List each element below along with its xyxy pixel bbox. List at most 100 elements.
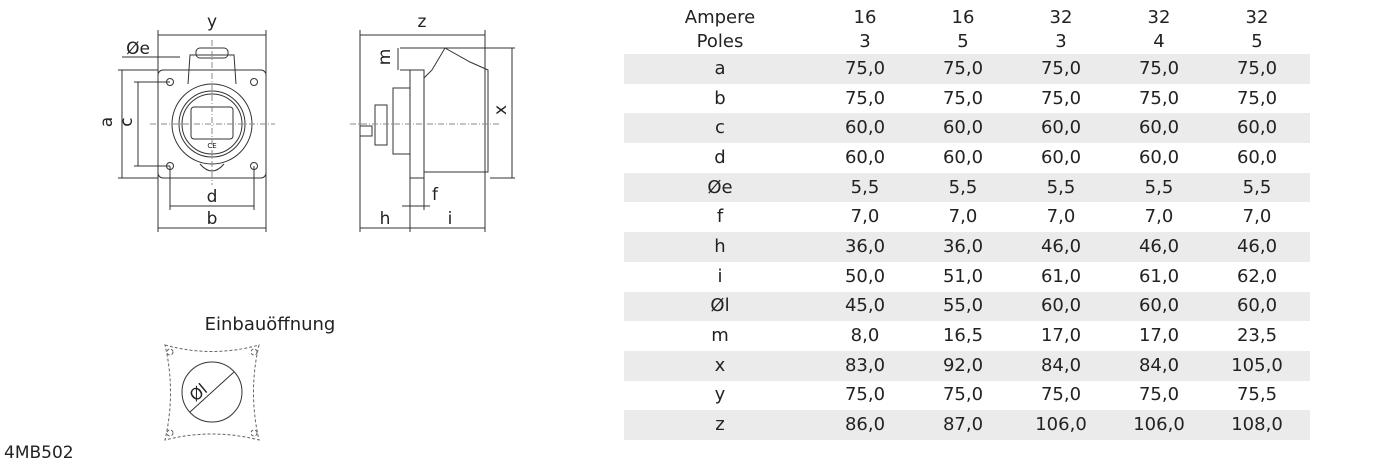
row-label: a: [624, 54, 816, 84]
table-cell: 7,0: [850, 206, 880, 228]
cutout-title: Einbauöffnung: [205, 314, 336, 335]
table-cell: 60,0: [1208, 113, 1306, 144]
table-cell: 60,0: [1110, 291, 1208, 322]
row-pad: [1306, 321, 1310, 351]
row-pad: [1306, 262, 1310, 292]
table-cell: 60,0: [1012, 291, 1110, 322]
front-view: [118, 30, 275, 232]
table-cell: 75,0: [816, 54, 914, 84]
table-cell: 7,0: [1242, 206, 1272, 228]
dim-e-label: Øe: [126, 39, 150, 59]
row-pad: [1306, 54, 1310, 84]
table-cell: 5,5: [1208, 172, 1306, 203]
table-cell: 75,0: [1138, 87, 1180, 109]
table-cell: 17,0: [1040, 325, 1082, 347]
header-cell: 3: [859, 31, 871, 52]
table-cell: 7,0: [948, 206, 978, 228]
table-cell: 23,5: [1236, 325, 1278, 347]
dim-a-label: a: [97, 117, 117, 127]
table-cell: 61,0: [1040, 265, 1082, 287]
table-cell: 45,0: [816, 291, 914, 322]
table-cell: 60,0: [914, 113, 1012, 144]
table-cell: 46,0: [1012, 232, 1110, 262]
header-cell: 5: [957, 31, 969, 52]
dim-x-label: x: [491, 105, 511, 115]
table-cell: 60,0: [942, 146, 984, 168]
table-cell: 75,0: [942, 87, 984, 109]
row-label: m: [711, 325, 729, 347]
header-cell: 32: [1147, 7, 1171, 28]
table-cell: 62,0: [1236, 265, 1278, 287]
table-cell: 106,0: [1110, 410, 1208, 440]
header-cell: 16: [853, 7, 877, 28]
row-label: f: [716, 206, 724, 228]
dim-f-label: f: [432, 185, 439, 205]
table-cell: 5,5: [1012, 172, 1110, 203]
dim-z-label: z: [418, 12, 427, 32]
header-cell: 4: [1153, 31, 1165, 52]
header-label: Poles: [696, 31, 744, 52]
table-cell: 60,0: [1138, 146, 1180, 168]
table-cell: 5,5: [914, 172, 1012, 203]
table-cell: 60,0: [1012, 113, 1110, 144]
table-cell: 75,0: [914, 54, 1012, 84]
table-cell: 75,0: [942, 384, 984, 406]
row-label: z: [624, 410, 816, 440]
table-cell: 108,0: [1208, 410, 1306, 440]
table-cell: 61,0: [1138, 265, 1180, 287]
table-cell: 83,0: [816, 350, 914, 381]
dim-l-label: Øl: [186, 380, 211, 406]
header-cell: 32: [1049, 7, 1073, 28]
row-pad: [1306, 172, 1310, 203]
row-pad: [1306, 410, 1310, 440]
row-label: i: [717, 265, 723, 287]
table-cell: 5,5: [816, 172, 914, 203]
technical-drawing: y Øe a c d b CE z m x f h i Einbauöffnun…: [97, 12, 515, 441]
table-cell: 75,0: [1208, 54, 1306, 84]
table-cell: 60,0: [1208, 291, 1306, 322]
header-row-ampere: Ampere 16 16 32 32 32: [624, 6, 1310, 30]
dim-m-label: m: [375, 49, 395, 66]
table-cell: 75,0: [844, 384, 886, 406]
table-cell: 75,0: [844, 87, 886, 109]
row-pad: [1306, 84, 1310, 114]
table-cell: 60,0: [1040, 146, 1082, 168]
dim-d-label: d: [207, 187, 218, 207]
row-pad: [1306, 202, 1310, 232]
table-cell: 60,0: [1236, 146, 1278, 168]
table-cell: 36,0: [914, 232, 1012, 262]
table-cell: 87,0: [914, 410, 1012, 440]
row-pad: [1306, 381, 1310, 411]
table-cell: 105,0: [1208, 350, 1306, 381]
dim-b-label: b: [207, 209, 218, 229]
product-code: 4MB502: [4, 443, 74, 463]
table-cell: 75,5: [1236, 384, 1278, 406]
row-pad: [1306, 350, 1310, 381]
table-cell: 92,0: [914, 350, 1012, 381]
row-label: Øe: [624, 172, 816, 203]
table-cell: 7,0: [1046, 206, 1076, 228]
table-cell: 16,5: [942, 325, 984, 347]
row-label: b: [714, 87, 726, 109]
header-row-poles: Poles 3 5 3 4 5: [624, 30, 1310, 54]
table-cell: 55,0: [914, 291, 1012, 322]
table-cell: 60,0: [816, 113, 914, 144]
row-pad: [1306, 291, 1310, 322]
table-cell: 60,0: [1110, 113, 1208, 144]
table-cell: 75,0: [1110, 54, 1208, 84]
table-cell: 75,0: [1040, 87, 1082, 109]
